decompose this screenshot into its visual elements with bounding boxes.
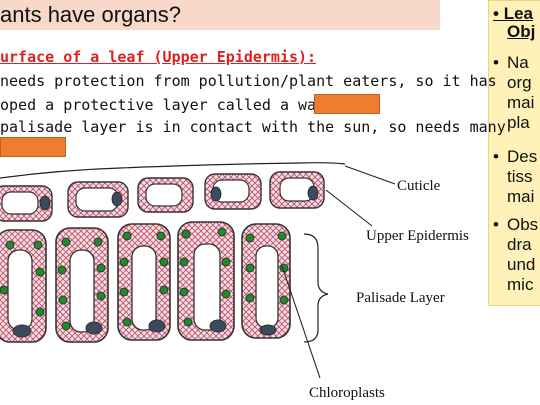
- palisade-cell: [55, 227, 109, 343]
- objective-text: mai: [507, 187, 535, 206]
- objectives-heading: • Lea Obj: [493, 5, 535, 41]
- objective-item: • Na org mai pla: [493, 53, 534, 133]
- body-line-2: oped a protective layer called a waxy: [0, 96, 335, 114]
- body-line-3: palisade layer is in contact with the su…: [0, 118, 506, 136]
- objective-text: org: [507, 73, 532, 92]
- learning-objectives-panel: • Lea Obj •Na org mai pla •Des tiss mai …: [488, 0, 540, 306]
- epidermis-cell: [204, 173, 262, 210]
- objectives-bullet: •: [493, 4, 504, 23]
- palisade-cells: [0, 221, 291, 343]
- palisade-cell: [177, 221, 235, 341]
- epidermis-cell: [269, 171, 325, 209]
- body-line-1: needs protection from pollution/plant ea…: [0, 72, 497, 90]
- objectives-heading-line-1: Lea: [503, 4, 533, 23]
- objective-item: • Obs dra und mic: [493, 215, 538, 295]
- epidermis-cell: [67, 181, 129, 218]
- epidermis-leader: [325, 189, 373, 227]
- objective-text: und: [507, 255, 536, 274]
- upper-epidermis-cells: [0, 171, 325, 222]
- objectives-heading-line-2: Obj: [507, 22, 536, 41]
- objective-item: • Des tiss mai: [493, 147, 537, 207]
- palisade-cell: [0, 229, 47, 343]
- objective-bullet: •: [493, 53, 499, 72]
- cuticle-label: Cuticle: [397, 178, 441, 194]
- objective-bullet: •: [493, 147, 499, 166]
- fill-in-blank-1: [314, 94, 380, 114]
- objective-text: pla: [507, 113, 530, 132]
- objective-text: dra: [507, 235, 532, 254]
- objective-text: Obs: [507, 215, 539, 234]
- objective-text: mic: [507, 275, 534, 294]
- epidermis-cell: [0, 185, 53, 222]
- cuticle-leader: [344, 165, 396, 185]
- chloroplasts-label: Chloroplasts: [309, 385, 385, 401]
- title-bar: ants have organs?: [0, 0, 440, 30]
- epidermis-cell: [137, 177, 194, 213]
- objective-text: mai: [507, 93, 535, 112]
- cuticle-line: [0, 162, 346, 179]
- palisade-layer-label: Palisade Layer: [356, 290, 445, 306]
- upper-epidermis-label: Upper Epidermis: [366, 228, 469, 244]
- palisade-cell: [241, 223, 291, 339]
- objective-text: Na: [507, 53, 529, 72]
- palisade-bracket: [303, 233, 329, 343]
- chloroplast-leader: [281, 265, 321, 379]
- palisade-cell: [117, 223, 171, 341]
- slide-title: ants have organs?: [0, 2, 182, 27]
- objective-text: tiss: [507, 167, 533, 186]
- objective-text: Des: [507, 147, 538, 166]
- fill-in-blank-2: [0, 137, 66, 157]
- objective-bullet: •: [493, 215, 499, 234]
- section-subheading: urface of a leaf (Upper Epidermis):: [0, 48, 317, 66]
